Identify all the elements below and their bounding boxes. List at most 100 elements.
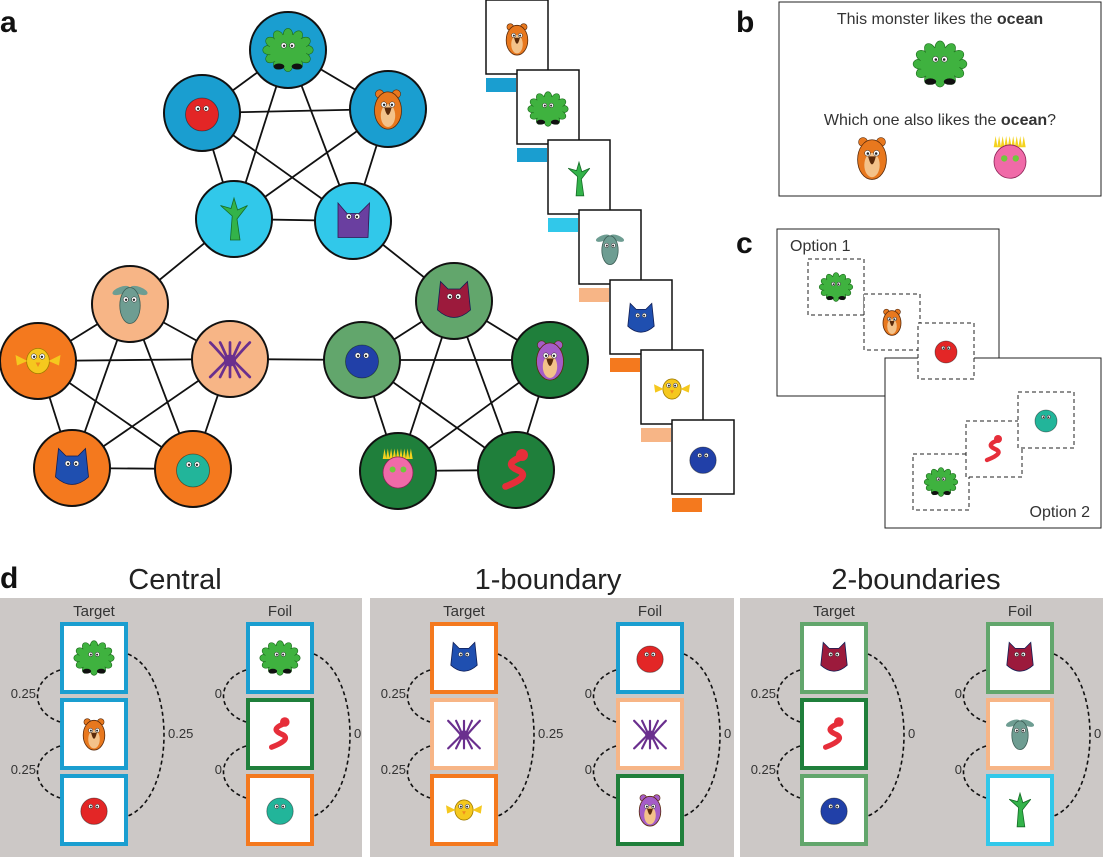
graph-nodes (0, 11, 589, 510)
green-furry-monster-icon (912, 40, 968, 88)
target-card (430, 774, 498, 846)
panel-b-box: This monster likes the ocean Which one a… (778, 1, 1102, 197)
graph-node-n15 (477, 431, 555, 509)
foil-card (986, 698, 1054, 770)
transition-probability: 0 (354, 726, 361, 741)
transition-probability: 0 (1094, 726, 1101, 741)
target-card (60, 622, 128, 694)
sequence-color-bar (641, 428, 671, 442)
sequence-color-bar (548, 218, 578, 232)
yellow-bird-monster-icon (15, 347, 61, 374)
foil-card (616, 622, 684, 694)
pink-spiky-monster-icon (382, 448, 414, 489)
foil-label: Foil (268, 603, 292, 620)
foil-card (986, 622, 1054, 694)
red-crab-monster-icon (80, 797, 108, 825)
panel-letter-d: d (0, 562, 18, 595)
panel-letter-c: c (736, 227, 753, 260)
red-snake-monster-icon (984, 435, 1002, 463)
blue-owl-monster-icon (627, 302, 655, 333)
foil-card (616, 774, 684, 846)
orange-bear-monster-icon (857, 137, 887, 180)
target-card (60, 774, 128, 846)
green-tree-monster-icon (220, 196, 248, 241)
transition-probability: 0 (215, 686, 222, 701)
transition-arc (683, 653, 721, 817)
question-mark: ? (1047, 112, 1056, 129)
gray-rabbit-monster-icon (112, 285, 148, 324)
red-crab-monster-icon (934, 340, 958, 364)
green-tree-monster-icon (567, 160, 591, 197)
choice-orange-bear[interactable] (857, 137, 887, 180)
condition-title: 1-boundary (475, 564, 622, 596)
teal-dino-monster-icon (176, 453, 210, 488)
foil-card (246, 774, 314, 846)
graph-node-n6 (91, 265, 169, 343)
sequence-color-bar (579, 288, 609, 302)
transition-arc (1053, 653, 1091, 817)
purple-cat-monster-icon (337, 201, 370, 238)
target-label: Target (443, 603, 486, 620)
transition-arc (776, 669, 801, 723)
panel-letter-b: b (736, 6, 754, 39)
transition-probability: 0.25 (381, 762, 406, 777)
graph-node-n13 (511, 321, 589, 399)
sequence-color-bar (517, 148, 547, 162)
sequence-color-bar (672, 498, 702, 512)
blue-hippo-monster-icon (820, 797, 848, 825)
transition-probability: 0 (908, 726, 915, 741)
transition-arc (867, 653, 905, 817)
graph-node-n5 (314, 182, 392, 260)
option-1-label: Option 1 (790, 238, 851, 255)
transition-probability: 0.25 (751, 762, 776, 777)
orange-bear-monster-icon (505, 23, 529, 56)
orange-bear-monster-icon (82, 718, 106, 751)
monster-sequence (485, 0, 735, 512)
graph-node-n1 (249, 11, 327, 89)
panel-d: CentralTarget0.250.250.25Foil0001-bounda… (0, 564, 1103, 857)
transition-arc (592, 669, 617, 723)
transition-arc (962, 669, 987, 723)
teal-dino-monster-icon (1034, 409, 1058, 433)
graph-edges (37, 49, 551, 472)
option-monster-box (863, 293, 921, 351)
transition-probability: 0.25 (11, 762, 36, 777)
purple-tentacle-monster-icon (208, 341, 252, 379)
prompt-keyword: ocean (997, 11, 1043, 28)
transition-probability: 0.25 (751, 686, 776, 701)
foil-card (246, 698, 314, 770)
transition-probability: 0 (215, 762, 222, 777)
transition-arc (36, 669, 61, 723)
blue-owl-monster-icon (55, 447, 89, 485)
target-label: Target (73, 603, 116, 620)
graph-node-n8 (191, 320, 269, 398)
option-monster-box (965, 420, 1023, 478)
target-label: Target (813, 603, 856, 620)
orange-bear-monster-icon (882, 308, 902, 336)
graph-node-n3 (349, 70, 427, 148)
purple-cap-monster-icon (536, 340, 564, 381)
transition-probability: 0 (724, 726, 731, 741)
transition-probability: 0.25 (381, 686, 406, 701)
prompt-text: This monster likes the (837, 11, 997, 28)
sequence-card (671, 419, 735, 512)
red-snake-monster-icon (822, 717, 844, 750)
orange-bear-monster-icon (374, 89, 402, 130)
choice-pink-spiky[interactable] (993, 136, 1027, 179)
transition-probability: 0.25 (538, 726, 563, 741)
target-card (430, 622, 498, 694)
sequence-color-bar (610, 358, 640, 372)
green-tree-monster-icon (1008, 791, 1032, 828)
green-furry-monster-icon (259, 640, 301, 676)
condition-title: 2-boundaries (831, 564, 1000, 596)
transition-arc (497, 653, 535, 817)
yellow-bird-monster-icon (654, 378, 690, 400)
target-card (800, 622, 868, 694)
foil-label: Foil (1008, 603, 1032, 620)
sequence-color-bar (486, 78, 516, 92)
graph-node-n11 (415, 262, 493, 340)
purple-cap-monster-icon (638, 794, 662, 827)
graph-node-n2 (163, 74, 241, 152)
